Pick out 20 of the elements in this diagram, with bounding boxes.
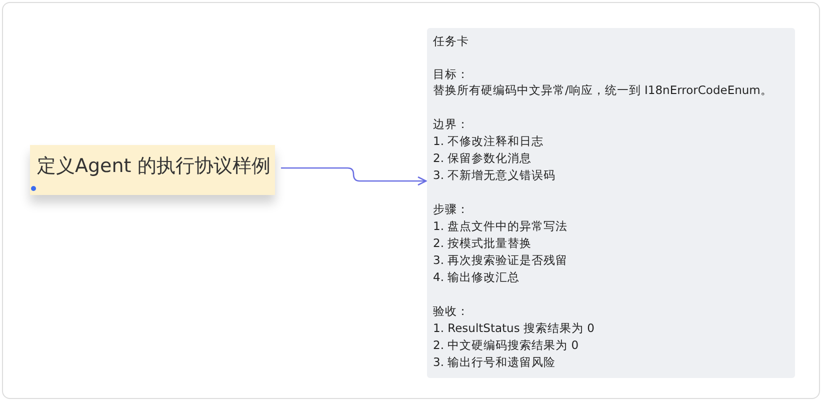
card-text: 2. 按模式批量替换 — [433, 236, 532, 250]
card-text: 4. 输出修改汇总 — [433, 270, 520, 284]
card-text: 边界： — [433, 117, 469, 131]
card-text: 3. 再次搜索验证是否残留 — [433, 253, 568, 267]
note-title: 定义Agent 的执行协议样例 — [37, 154, 270, 178]
card-text: 目标： — [433, 67, 469, 81]
card-text: 替换所有硬编码中文异常/响应，统一到 I18nErrorCodeEnum。 — [433, 83, 772, 97]
card-text: 3. 不新增无意义错误码 — [433, 168, 556, 182]
arrow — [281, 167, 427, 186]
sticky-note — [30, 145, 275, 195]
card-text: 1. ResultStatus 搜索结果为 0 — [433, 321, 594, 335]
card-text: 1. 盘点文件中的异常写法 — [433, 219, 568, 233]
card-text: 验收： — [433, 304, 469, 318]
card-text: 1. 不修改注释和日志 — [433, 134, 544, 148]
card-text: 2. 中文硬编码搜索结果为 0 — [433, 338, 579, 352]
card-text: 步骤： — [433, 202, 469, 216]
task-card — [427, 28, 795, 378]
card-text: 3. 输出行号和遗留风险 — [433, 355, 556, 369]
card-title: 任务卡 — [433, 34, 469, 48]
card-text: 2. 保留参数化消息 — [433, 151, 532, 165]
